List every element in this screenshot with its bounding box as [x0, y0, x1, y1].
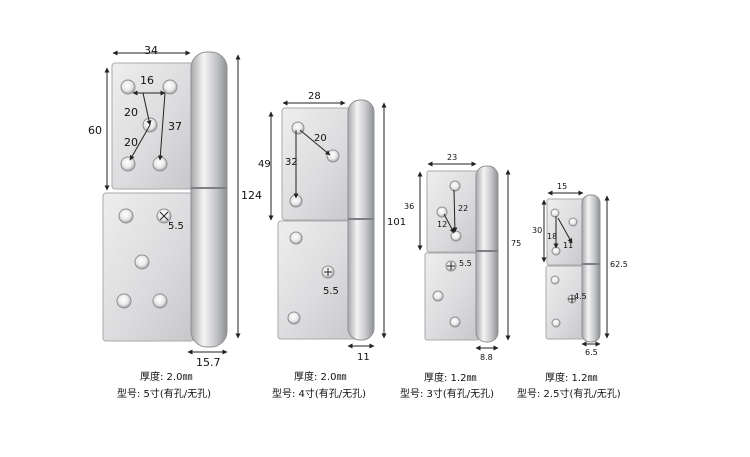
model-label: 型号: 5寸(有孔/无孔) [117, 389, 212, 400]
dim-width: 15 [557, 182, 568, 191]
dim-hole-diameter: 5.5 [323, 286, 339, 297]
dim-width: 34 [144, 44, 158, 57]
dim-width: 23 [447, 153, 458, 162]
dim-leaf-height: 36 [404, 202, 415, 211]
dim-total-height: 101 [387, 217, 407, 228]
dim-knuckle-diameter: 15.7 [196, 356, 221, 369]
dim-hole-diameter: 5.5 [168, 221, 184, 232]
dim-width: 28 [308, 91, 321, 102]
hinge-knuckle [190, 51, 228, 348]
thickness-label: 厚度: 1.2㎜ [545, 373, 598, 384]
dim-leaf-height: 60 [88, 124, 102, 137]
dim-hole-spacing-h: 16 [140, 74, 154, 87]
dim-hole-diagonal: 11 [563, 241, 574, 250]
hinge-lower-leaf [102, 192, 195, 342]
dim-hole-diameter: 5.5 [459, 259, 472, 268]
dim-hole-diagonal: 12 [437, 220, 448, 229]
hinge-5-inch [102, 50, 241, 355]
model-label: 型号: 2.5寸(有孔/无孔) [517, 389, 621, 400]
model-label: 型号: 4寸(有孔/无孔) [272, 389, 367, 400]
dim-knuckle-diameter: 11 [357, 352, 370, 363]
dim-knuckle-diameter: 8.8 [480, 353, 493, 362]
dim-hole-spacing-v1: 20 [124, 106, 138, 119]
thickness-label: 厚度: 1.2㎜ [424, 373, 477, 384]
dim-total-height: 62.5 [610, 260, 628, 269]
dim-leaf-height: 30 [532, 226, 543, 235]
dim-hole-diagonal: 37 [168, 120, 182, 133]
dim-hole-spacing-v: 32 [285, 157, 298, 168]
model-label: 型号: 3寸(有孔/无孔) [400, 389, 495, 400]
hinge-2-5-inch [541, 190, 610, 347]
hinge-knuckle [581, 194, 601, 343]
hinge-4-inch [268, 99, 387, 349]
dim-hole-diagonal: 20 [314, 133, 327, 144]
hinge-knuckle [475, 165, 499, 343]
dim-total-height: 75 [511, 239, 522, 248]
dim-hole-spacing-v: 22 [458, 204, 469, 213]
dim-total-height: 124 [241, 189, 262, 202]
thickness-label: 厚度: 2.0㎜ [140, 372, 193, 383]
dim-hole-spacing-v2: 20 [124, 136, 138, 149]
dim-leaf-height: 49 [258, 159, 271, 170]
hinge-3-inch [417, 161, 511, 351]
dim-hole-diameter: 4.5 [574, 292, 587, 301]
thickness-label: 厚度: 2.0㎜ [294, 372, 347, 383]
dim-hole-spacing-v: 18 [547, 232, 558, 241]
dim-knuckle-diameter: 6.5 [585, 348, 598, 357]
